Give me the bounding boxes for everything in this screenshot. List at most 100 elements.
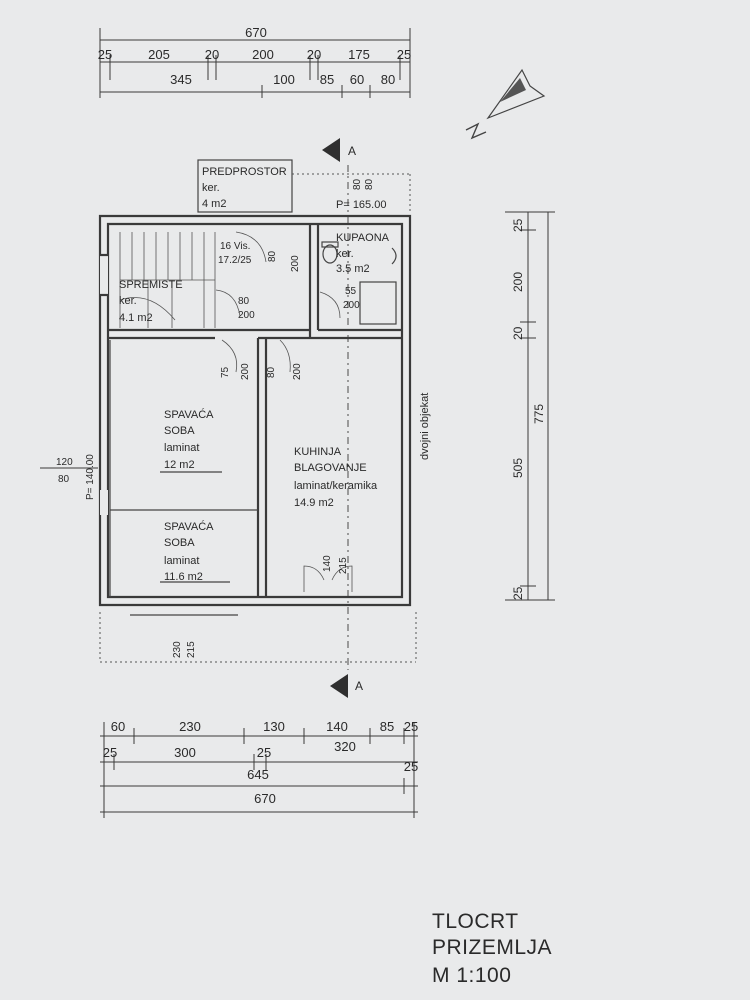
hall-doors: 80 200 80 200 75 200 80 200 [215,231,303,380]
dim-bottom-r2-1: 300 [174,745,196,760]
internal-walls [108,224,402,597]
label-door-80e: 80 [266,366,277,378]
title-line1: TLOCRT [432,910,519,933]
kupaona-floor: ker. [336,248,354,260]
dim-top-r2-2: 85 [320,72,334,87]
dim-bottom-r2-3: 320 [334,739,356,754]
dim-bottom-overall: 670 [254,791,276,806]
dim-bottom-r2-0: 25 [103,745,117,760]
left-dim-p: P= 140.00 [85,454,96,500]
dim-bottom-r1-5: 25 [404,719,418,734]
label-door-80-hall: 80 [238,296,250,307]
left-dim-b: 80 [58,474,70,485]
predprostor-area: 4 m2 [202,198,226,210]
label-door-75: 75 [220,366,231,378]
staircase: 16 Vis. 17.2/25 [119,232,252,328]
kuhinja-area: 14.9 m2 [294,497,334,509]
dim-top-r2-3: 60 [350,72,364,87]
spavaca2-area: 11.6 m2 [164,571,203,583]
kuhinja-floor: laminat/keramika [294,480,378,492]
dim-top-r1-6: 25 [397,47,411,62]
dim-bottom-r3-0: 645 [247,767,269,782]
dim-top-r1-5: 175 [348,47,370,62]
section-marker-top: A [322,138,356,162]
terrace-outline: 230 215 [99,612,417,663]
kupaona-area: 3.5 m2 [336,263,370,275]
dim-right-2: 20 [511,326,525,340]
spavaca2-floor: laminat [164,555,199,567]
stair-count: 16 Vis. [220,241,250,252]
kuhinja-name2: BLAGOVANJE [294,462,367,474]
outer-walls [98,214,412,607]
dim-bottom-r1-3: 140 [326,719,348,734]
stair-size: 17.2/25 [218,255,252,266]
dim-bottom-r3-1: 25 [404,759,418,774]
kuhinja-name1: KUHINJA [294,446,342,458]
label-door-230: 230 [172,641,183,658]
title-line3: M 1:100 [432,964,511,987]
dim-top-r1-4: 20 [307,47,321,62]
label-door-200b: 200 [290,255,301,272]
predprostor-name: PREDPROSTOR [202,166,287,178]
dim-top-r1-0: 25 [98,47,112,62]
section-marker-top-label: A [348,144,356,158]
label-door-200e: 200 [292,363,303,380]
dim-right-1: 200 [511,272,525,292]
predprostor-floor: ker. [202,182,220,194]
section-marker-bottom: A [330,674,363,698]
neighbor-label: dvojni objekat [419,393,431,460]
dim-right-0: 25 [511,218,525,232]
spremiste-name: SPREMISTE [119,279,183,291]
dim-bottom-r1-2: 130 [263,719,285,734]
left-dim-a: 120 [56,457,73,468]
label-door-55: 55 [345,286,357,297]
room-spavaca-soba-1: SPAVAĆA SOBA laminat 12 m2 [160,408,222,473]
title-line2: PRIZEMLJA [432,936,552,959]
dim-right-5: 775 [532,404,546,424]
bottom-dimension-chain: 60 230 130 140 85 25 25 300 25 320 645 2… [100,719,418,818]
dim-bottom-r1-1: 230 [179,719,201,734]
dim-bottom-r2-2: 25 [257,745,271,760]
label-door-200d: 200 [240,363,251,380]
title-block: TLOCRT PRIZEMLJA M 1:100 [432,910,552,987]
room-kuhinja-blagovanje: KUHINJA BLAGOVANJE laminat/keramika 14.9… [294,446,378,592]
room-predprostor: PREDPROSTOR ker. 4 m2 P= 165.00 80 80 [197,159,411,213]
label-door-80c: 80 [267,250,278,262]
label-door-80a: 80 [352,178,363,190]
dim-right-3: 505 [511,458,525,478]
spavaca1-area: 12 m2 [164,459,195,471]
spavaca1-floor: laminat [164,442,199,454]
label-door-200-hall: 200 [238,310,255,321]
label-door-215b: 215 [186,641,197,658]
kupaona-name: KUPAONA [336,232,390,244]
label-door-200c: 200 [343,300,360,311]
left-dimension: 120 80 P= 140.00 [40,454,98,500]
top-dimension-chain: 670 25 205 20 200 20 175 25 345 100 85 6… [98,25,411,98]
spavaca1-name1: SPAVAĆA [164,408,214,421]
spavaca1-name2: SOBA [164,425,195,437]
dim-top-overall: 670 [245,25,267,40]
level-label: P= 165.00 [336,199,386,211]
section-marker-bottom-label: A [355,679,363,693]
spavaca2-name1: SPAVAĆA [164,520,214,533]
dim-top-r2-1: 100 [273,72,295,87]
dim-top-r1-3: 200 [252,47,274,62]
right-dimension-chain: 25 200 20 505 25 775 [505,211,555,601]
dim-top-r2-4: 80 [381,72,395,87]
label-door-80b: 80 [364,178,375,190]
spremiste-area: 4.1 m2 [119,312,153,324]
dim-top-r1-2: 20 [205,47,219,62]
spremiste-floor: ker. [119,295,137,307]
north-arrow-icon [465,68,546,140]
room-spavaca-soba-2: SPAVAĆA SOBA laminat 11.6 m2 [160,520,230,583]
label-door-140: 140 [322,555,333,572]
label-door-215: 215 [338,557,349,574]
dim-right-4: 25 [511,586,525,600]
dim-top-r2-0: 345 [170,72,192,87]
room-kupaona: KUPAONA ker. 3.5 m2 55 200 [319,232,397,325]
dim-bottom-r1-0: 60 [111,719,125,734]
dim-bottom-r1-4: 85 [380,719,394,734]
spavaca2-name2: SOBA [164,537,195,549]
room-spremiste: SPREMISTE ker. 4.1 m2 [119,279,183,324]
